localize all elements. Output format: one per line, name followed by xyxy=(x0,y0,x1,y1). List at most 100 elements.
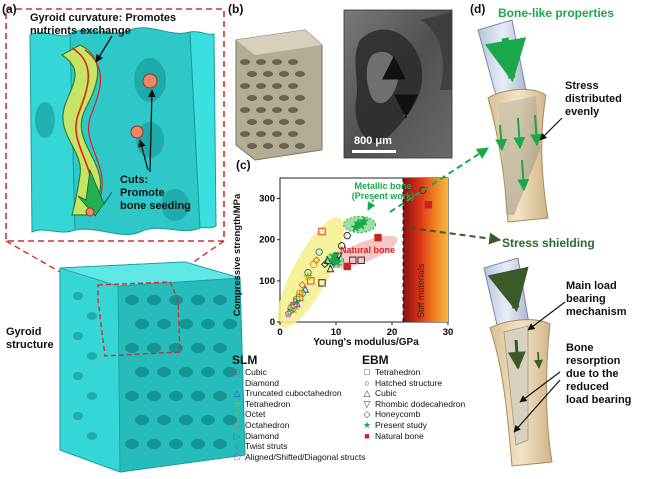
legend-marker-icon: ○ xyxy=(234,377,240,388)
data-point xyxy=(312,256,321,265)
data-point xyxy=(295,289,304,297)
metallic-line1: Metallic bone xyxy=(354,181,412,191)
x-tick-label: 20 xyxy=(387,327,398,338)
legend-item: ▷Diamond xyxy=(232,431,366,442)
gyroid-hole xyxy=(223,415,237,425)
legend-item: ☆Tetrahedron xyxy=(232,399,366,410)
gyroid-hole xyxy=(147,439,161,449)
gyroid-hole xyxy=(125,439,139,449)
sample-pore xyxy=(256,131,266,137)
legend-marker-icon: ▽ xyxy=(363,398,371,409)
chart-points xyxy=(284,186,433,317)
y-tick-label: 0 xyxy=(270,317,275,328)
stress-line3: evenly xyxy=(565,106,600,118)
gyroid-hole xyxy=(201,367,215,377)
cuts-line3: bone seeding xyxy=(120,200,191,212)
structure-line1: Gyroid xyxy=(6,326,42,338)
legend-item: ◇Honeycomb xyxy=(362,409,465,420)
gyroid-hole xyxy=(147,391,161,401)
legend-marker-icon: □ xyxy=(364,367,370,377)
legend-label: Tetrahedron xyxy=(375,367,421,377)
gyroid-hole xyxy=(179,367,193,377)
zoom-connector-left xyxy=(5,240,61,273)
legend-label: Twist struts xyxy=(245,441,288,452)
resorp-line5: load bearing xyxy=(566,394,632,406)
sample-pore xyxy=(247,95,257,101)
legend-item: ◇Octahedron xyxy=(232,420,366,431)
nutrient-path xyxy=(84,49,103,199)
data-point xyxy=(293,297,302,306)
legend-item: ○Octet xyxy=(232,409,366,420)
gyroid-hole xyxy=(135,319,149,329)
sample-pore xyxy=(247,119,257,125)
load-line2: bearing xyxy=(566,293,606,305)
sample-pore xyxy=(272,83,282,89)
gyroid-hole xyxy=(191,439,205,449)
y-axis-label: Compressive strength/MPa xyxy=(232,193,243,317)
structure-line2: structure xyxy=(6,339,54,351)
data-point xyxy=(356,220,366,230)
sample-pore xyxy=(279,119,289,125)
data-point xyxy=(332,257,342,267)
stiff-materials-annotation: Stiff materials xyxy=(416,263,426,318)
sample-pore xyxy=(240,59,250,65)
pointer-arrow xyxy=(95,35,113,63)
data-point xyxy=(343,262,351,271)
metallic-line2: (Present work) xyxy=(351,191,415,201)
stress-distributed-label: Stress distributed evenly xyxy=(565,80,622,119)
stress-shielding-title: Stress shielding xyxy=(502,236,595,250)
legend-item: ○Diamond xyxy=(232,378,366,389)
sample-pore xyxy=(263,71,273,77)
legend-item: □ Tetrahedron xyxy=(362,367,465,378)
legend-label: Cubic xyxy=(375,388,397,399)
gyroid-wall-right xyxy=(189,31,217,229)
gyroid-hole xyxy=(169,343,183,353)
cell xyxy=(130,125,144,139)
metallic-bone-annotation: Metallic bone (Present work) xyxy=(350,181,416,201)
legend-item: ■Natural bone xyxy=(362,431,465,442)
sample-pore xyxy=(295,95,305,101)
sample-pore xyxy=(247,143,257,149)
legend-item: ○Hatched structure xyxy=(362,378,465,389)
gyroid-hole xyxy=(87,432,97,440)
data-point xyxy=(318,227,326,236)
zoom-dashed-box xyxy=(5,8,225,242)
data-point xyxy=(284,309,293,317)
legend-header-slm: SLM xyxy=(232,353,258,367)
gyroid-hole xyxy=(73,412,83,420)
data-point xyxy=(424,201,433,209)
data-point xyxy=(304,268,312,277)
sample-pore xyxy=(247,71,257,77)
natural-bone-annotation: Natural bone xyxy=(340,245,396,255)
gyroid-hole xyxy=(213,343,227,353)
legend-item: ★Present study xyxy=(362,420,465,431)
sample-pore xyxy=(279,143,289,149)
gyroid-hole xyxy=(125,343,139,353)
gyroid-hole xyxy=(125,391,139,401)
data-point xyxy=(318,279,326,287)
gyroid-pore xyxy=(161,189,189,221)
resorp-line4: reduced xyxy=(566,381,609,393)
zoom-connector-right xyxy=(184,240,225,269)
panel-b-sem-image xyxy=(343,9,453,159)
legend-header-ebm: EBM xyxy=(362,353,389,367)
sample-pore xyxy=(263,143,273,149)
sample-pore xyxy=(263,119,273,125)
gyroid-hole xyxy=(191,343,205,353)
sample-pore xyxy=(240,107,250,113)
gyroid-hole xyxy=(191,391,205,401)
panel-b-sample-photo xyxy=(235,29,323,161)
sem-scale-bar-label: 800 μm xyxy=(354,135,392,147)
bone-like-title: Bone-like properties xyxy=(498,6,615,20)
resorp-line3: due to the xyxy=(566,368,619,380)
main-load-label: Main load bearing mechanism xyxy=(566,280,627,319)
gyroid-pore xyxy=(35,102,55,138)
x-tick-label: 0 xyxy=(277,327,282,338)
legend-marker-icon: ◇ xyxy=(233,419,241,430)
sample-pore xyxy=(256,107,266,113)
gyroid-title-line1: Gyroid curvature: Promotes xyxy=(30,12,177,24)
data-point xyxy=(349,256,357,264)
gyroid-hole xyxy=(169,439,183,449)
